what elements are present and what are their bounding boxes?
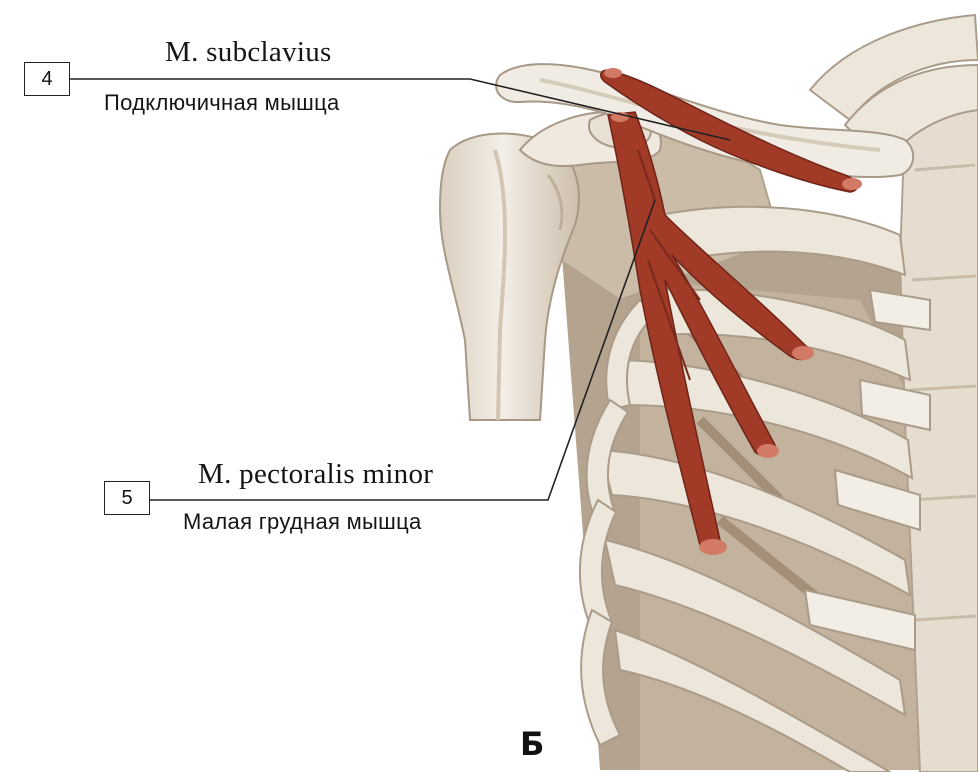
label-russian-pectoralis-minor: Малая грудная мышца	[183, 509, 422, 535]
label-latin-subclavius: M. subclavius	[165, 36, 332, 69]
label-number-5: 5	[104, 481, 150, 515]
label-number-4: 4	[24, 62, 70, 96]
label-latin-pectoralis-minor: M. pectoralis minor	[198, 458, 433, 491]
panel-letter: Б	[520, 725, 544, 763]
label-russian-subclavius: Подключичная мышца	[104, 90, 340, 116]
label-number-5-text: 5	[121, 487, 132, 510]
label-number-4-text: 4	[41, 68, 52, 91]
humerus	[440, 134, 579, 420]
